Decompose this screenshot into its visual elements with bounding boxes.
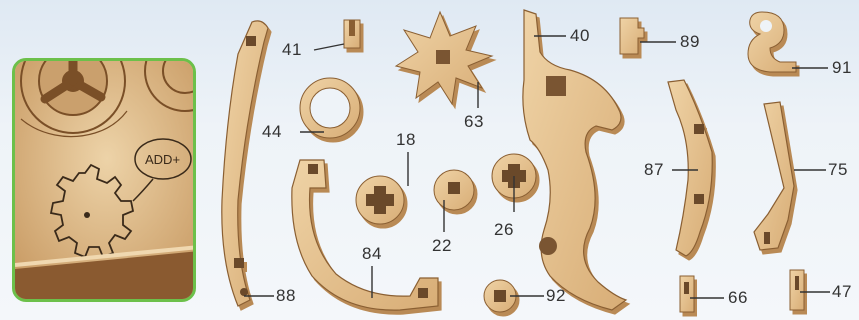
label-40: 40 bbox=[570, 26, 590, 46]
part-18 bbox=[356, 176, 404, 224]
label-89: 89 bbox=[680, 32, 700, 52]
label-88: 88 bbox=[276, 286, 296, 306]
part-41 bbox=[344, 20, 360, 48]
part-22 bbox=[434, 170, 474, 210]
label-41: 41 bbox=[282, 40, 302, 60]
label-92: 92 bbox=[546, 286, 566, 306]
label-44: 44 bbox=[262, 122, 282, 142]
label-66: 66 bbox=[728, 288, 748, 308]
part-44 bbox=[300, 78, 360, 138]
part-88 bbox=[222, 21, 268, 306]
label-63: 63 bbox=[464, 112, 484, 132]
part-87 bbox=[668, 80, 712, 256]
part-89 bbox=[620, 18, 644, 54]
part-40 bbox=[523, 10, 626, 310]
label-18: 18 bbox=[396, 130, 416, 150]
label-91: 91 bbox=[832, 58, 852, 78]
part-47 bbox=[790, 270, 804, 310]
part-66 bbox=[680, 276, 694, 312]
part-91 bbox=[748, 12, 796, 72]
label-75: 75 bbox=[828, 160, 848, 180]
label-47: 47 bbox=[832, 282, 852, 302]
label-22: 22 bbox=[432, 236, 452, 256]
label-84: 84 bbox=[362, 244, 382, 264]
label-26: 26 bbox=[494, 220, 514, 240]
label-87: 87 bbox=[644, 160, 664, 180]
part-75 bbox=[754, 102, 794, 250]
